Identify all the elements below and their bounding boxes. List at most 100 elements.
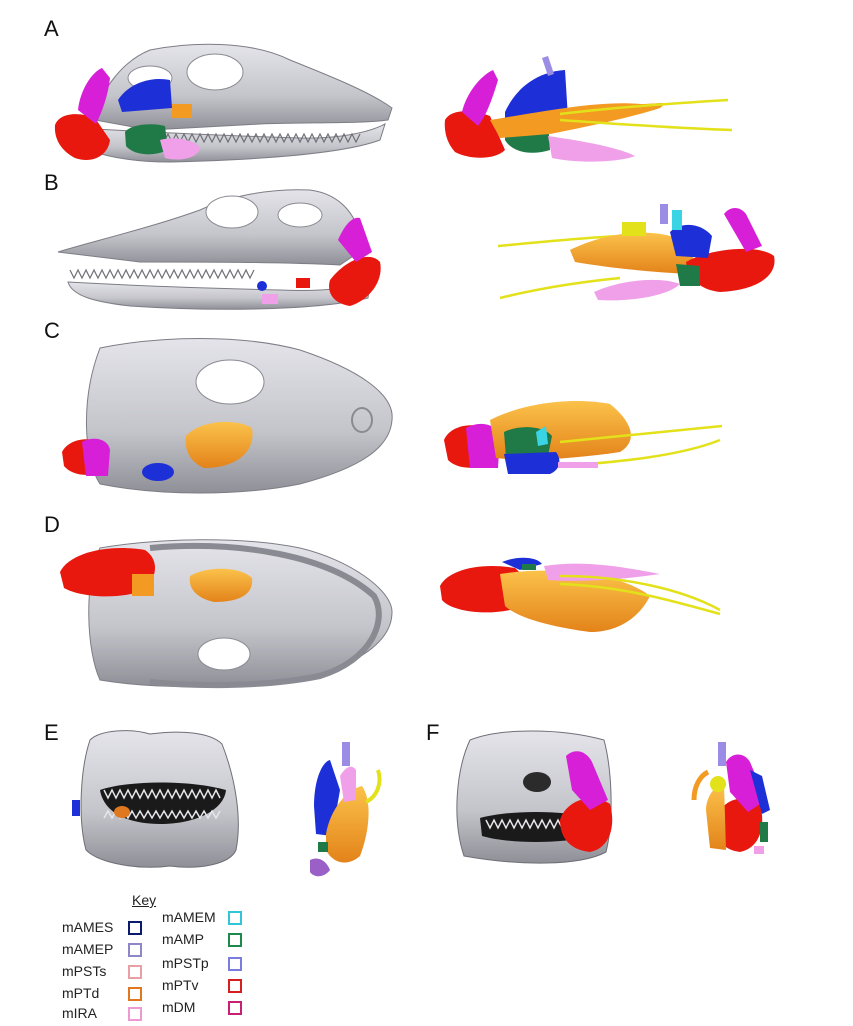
skull-b-fenestra	[277, 202, 323, 228]
muscle-f2-mames	[750, 770, 770, 814]
muscle-c-mames	[142, 463, 174, 481]
skull-a-orbit	[186, 53, 244, 91]
panel-d-muscles	[440, 557, 721, 632]
muscle-a2-mpstp	[542, 56, 554, 76]
muscle-d-mptd	[189, 568, 253, 602]
muscle-a-mdm	[78, 68, 110, 124]
legend-label: mPTv	[162, 977, 199, 993]
tendon-e2	[364, 769, 382, 804]
legend-title: Key	[132, 892, 157, 908]
muscle-e2-mpstp	[342, 742, 350, 766]
muscle-d2-mptd	[500, 570, 650, 632]
tendon-d2-lower	[559, 582, 721, 616]
panel-b-muscles	[497, 204, 775, 301]
legend-item: mDM	[162, 998, 242, 1016]
muscle-c2-mira	[558, 462, 598, 468]
skull-a-teeth	[159, 132, 361, 144]
legend-swatch	[228, 933, 242, 948]
muscle-f2-mptd	[706, 784, 726, 850]
muscle-f2-mptv	[715, 798, 763, 852]
legend-swatch	[228, 979, 242, 994]
muscle-d2-mamp	[522, 564, 536, 570]
muscle-e-mptd	[114, 806, 130, 818]
muscle-e2-mdm	[310, 858, 330, 877]
muscle-e-mames	[72, 800, 80, 816]
tendon-b-upper	[497, 234, 621, 248]
skull-a-jaw	[69, 122, 386, 163]
legend-label: mPSTp	[162, 955, 209, 971]
legend-label: mIRA	[62, 1005, 97, 1021]
legend-label: mPTd	[62, 985, 100, 1001]
skull-f-foramen	[523, 772, 551, 792]
muscle-a2-mdm	[462, 70, 498, 126]
muscle-b2-mira	[594, 279, 680, 301]
skull-d-jaw-rim	[149, 543, 382, 689]
panel-b-skull	[57, 189, 381, 310]
legend-label: mAMEP	[62, 941, 114, 957]
muscle-e2-mamp	[318, 842, 328, 852]
legend-label: mPSTs	[62, 963, 107, 979]
muscle-b-mdm	[338, 217, 372, 262]
legend-item: mPSTp	[162, 954, 242, 972]
muscle-f2-mdm	[726, 754, 766, 812]
skull-b-cranium	[57, 189, 363, 266]
skull-c-fenestra-top	[195, 359, 265, 405]
muscle-d-mptv	[60, 548, 156, 597]
panel-a-muscles	[444, 56, 733, 162]
muscle-c2-mdm	[466, 423, 500, 468]
muscle-b2-tendon-patch	[622, 222, 646, 236]
tendon-a2-lower	[559, 118, 733, 132]
muscle-b-mptd	[296, 278, 310, 288]
panel-label-c: C	[44, 318, 60, 343]
muscle-d-mptd-left	[132, 574, 154, 596]
muscle-c2-mames	[504, 452, 560, 474]
legend-label: mAMP	[162, 931, 204, 947]
legend-swatch	[128, 943, 142, 958]
skull-b-teeth	[69, 268, 255, 280]
panel-label-a: A	[44, 16, 59, 41]
legend-swatch	[128, 965, 142, 980]
legend-item: mAMES	[62, 918, 142, 936]
panel-e-skull	[72, 730, 239, 868]
tendon-a2-upper	[559, 98, 729, 116]
skull-e-teeth-top	[103, 788, 221, 800]
legend-swatch	[228, 957, 242, 972]
muscle-b2-mames	[670, 224, 712, 258]
tendon-f2	[691, 769, 710, 801]
legend-swatch	[128, 1007, 142, 1022]
panel-a-skull	[54, 43, 393, 163]
muscle-f-mdm	[566, 751, 608, 810]
tendon-d2-upper	[559, 574, 721, 612]
legend-item: mAMP	[162, 930, 242, 948]
legend-item: mAMEP	[62, 940, 142, 958]
muscle-e2-mira	[340, 766, 356, 802]
panel-d-skull	[60, 539, 393, 689]
legend-swatch	[128, 921, 142, 936]
muscle-a2-mira	[548, 136, 635, 162]
legend-item: mAMEM	[162, 908, 242, 926]
legend-swatch	[128, 987, 142, 1002]
muscle-b2-mamp	[676, 264, 700, 286]
skull-d-fenestra	[197, 637, 251, 671]
muscle-a-mames	[118, 78, 172, 112]
muscle-f2-mpstp	[718, 742, 726, 766]
panel-c-muscles	[444, 401, 723, 474]
tendon-b-lower	[499, 276, 621, 300]
legend-item: mPTd	[62, 984, 142, 1002]
panel-f-skull	[456, 730, 613, 864]
legend-label: mAMES	[62, 919, 114, 935]
tendon-c2-upper	[559, 424, 723, 444]
skull-b-jaw	[67, 281, 371, 310]
panel-e-muscles	[310, 742, 382, 877]
muscle-b2-mpstp	[660, 204, 668, 224]
legend-swatch	[228, 1001, 242, 1016]
muscle-b-mira	[262, 294, 278, 304]
panel-label-f: F	[426, 720, 440, 745]
muscle-b2-mamem	[672, 210, 682, 230]
muscle-b2-mptd	[570, 232, 694, 274]
muscle-f-mptv	[560, 798, 613, 852]
panel-label-b: B	[44, 170, 59, 195]
panel-label-d: D	[44, 512, 60, 537]
muscle-a-mira	[160, 138, 200, 160]
